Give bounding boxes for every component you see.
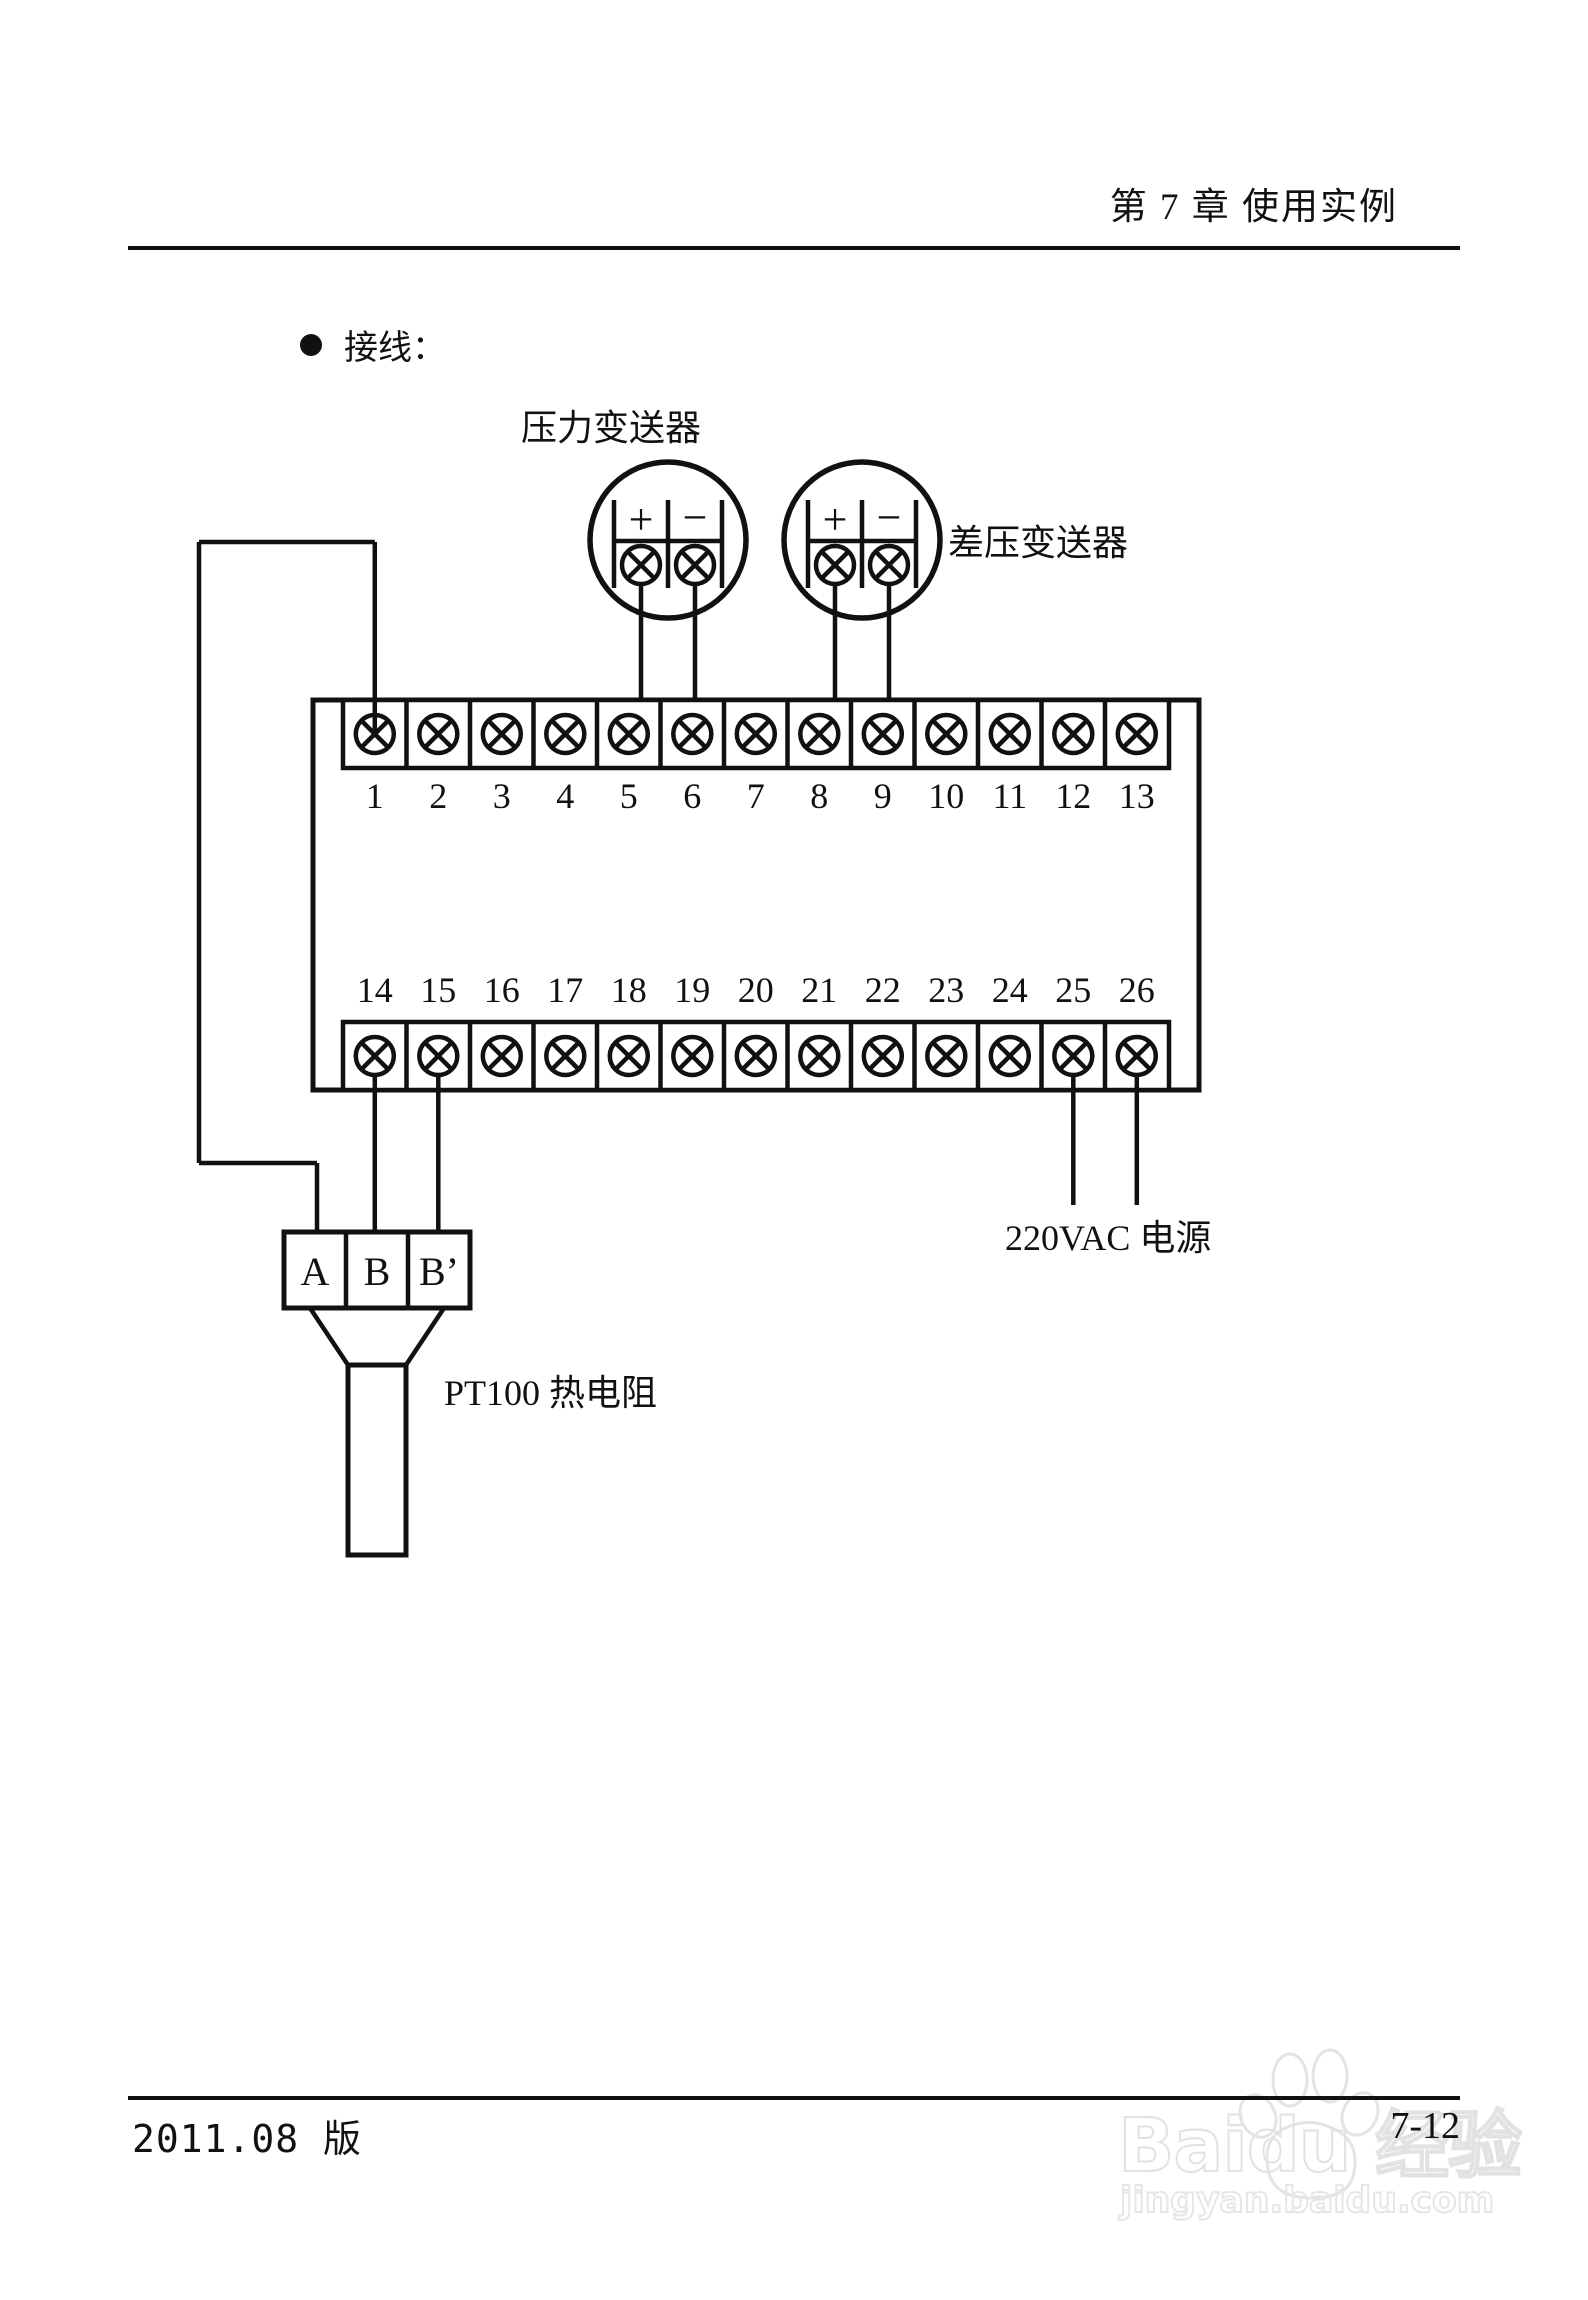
- rtd-connector-pins: A B B’: [301, 1249, 459, 1294]
- power-wires: [1071, 1075, 1140, 1205]
- svg-text:26: 26: [1119, 970, 1155, 1010]
- svg-text:3: 3: [493, 776, 511, 816]
- svg-text:13: 13: [1119, 776, 1155, 816]
- pressure-transmitter-plus: +: [629, 495, 654, 544]
- svg-text:1: 1: [366, 776, 384, 816]
- section-bullet-row: 接线：: [300, 320, 446, 369]
- rtd-probe-body: [308, 1306, 446, 1558]
- footer-edition: 2011.08 版: [132, 2117, 363, 2161]
- svg-text:15: 15: [420, 970, 456, 1010]
- rtd-connector-box: [281, 1229, 473, 1311]
- svg-text:4: 4: [556, 776, 574, 816]
- page-header-title: 第 7 章 使用实例: [1109, 187, 1398, 228]
- footer-divider: [128, 2096, 1460, 2100]
- svg-text:9: 9: [874, 776, 892, 816]
- svg-text:14: 14: [357, 970, 393, 1010]
- svg-text:21: 21: [801, 970, 837, 1010]
- svg-text:B: B: [364, 1249, 391, 1294]
- diff-pressure-transmitter-label: 差压变送器: [948, 523, 1128, 563]
- power-supply-label: 220VAC 电源: [1005, 1218, 1211, 1258]
- svg-text:2: 2: [429, 776, 447, 816]
- pressure-transmitter-body: [587, 459, 749, 621]
- terminal-numbers-top: 1 2 3 4 5 6 7 8 9 10 11 12 13: [366, 776, 1155, 816]
- svg-text:12: 12: [1055, 776, 1091, 816]
- svg-text:10: 10: [928, 776, 964, 816]
- svg-text:20: 20: [738, 970, 774, 1010]
- svg-text:18: 18: [611, 970, 647, 1010]
- svg-text:A: A: [301, 1249, 330, 1294]
- svg-text:5: 5: [620, 776, 638, 816]
- svg-text:22: 22: [865, 970, 901, 1010]
- section-bullet-label: 接线：: [344, 330, 446, 367]
- svg-text:B’: B’: [419, 1249, 459, 1294]
- rtd-probe-label: PT100 热电阻: [444, 1373, 657, 1413]
- svg-text:23: 23: [928, 970, 964, 1010]
- terminal-strip-bottom: [340, 1019, 1172, 1093]
- header-divider: [128, 246, 1460, 250]
- rtd-wire-a: [196, 539, 378, 1232]
- diff-pressure-transmitter-plus: +: [823, 495, 848, 544]
- svg-text:6: 6: [683, 776, 701, 816]
- pressure-transmitter-label: 压力变送器: [521, 408, 701, 448]
- svg-text:8: 8: [810, 776, 828, 816]
- bullet-dot-icon: [300, 333, 322, 356]
- transmitter-lead-wires: [638, 584, 892, 700]
- svg-text:16: 16: [484, 970, 520, 1010]
- svg-text:11: 11: [992, 776, 1027, 816]
- svg-text:25: 25: [1055, 970, 1091, 1010]
- svg-text:24: 24: [992, 970, 1028, 1010]
- footer-page-number: 7-12: [1390, 2105, 1460, 2147]
- pressure-transmitter-minus: −: [683, 493, 708, 542]
- diff-pressure-transmitter-body: [781, 459, 943, 621]
- svg-text:19: 19: [674, 970, 710, 1010]
- svg-text:17: 17: [547, 970, 583, 1010]
- svg-text:7: 7: [747, 776, 765, 816]
- diff-pressure-transmitter-minus: −: [877, 493, 902, 542]
- terminal-strip-top: [340, 697, 1172, 771]
- terminal-numbers-bottom: 14 15 16 17 18 19 20 21 22 23 24 25 26: [357, 970, 1155, 1010]
